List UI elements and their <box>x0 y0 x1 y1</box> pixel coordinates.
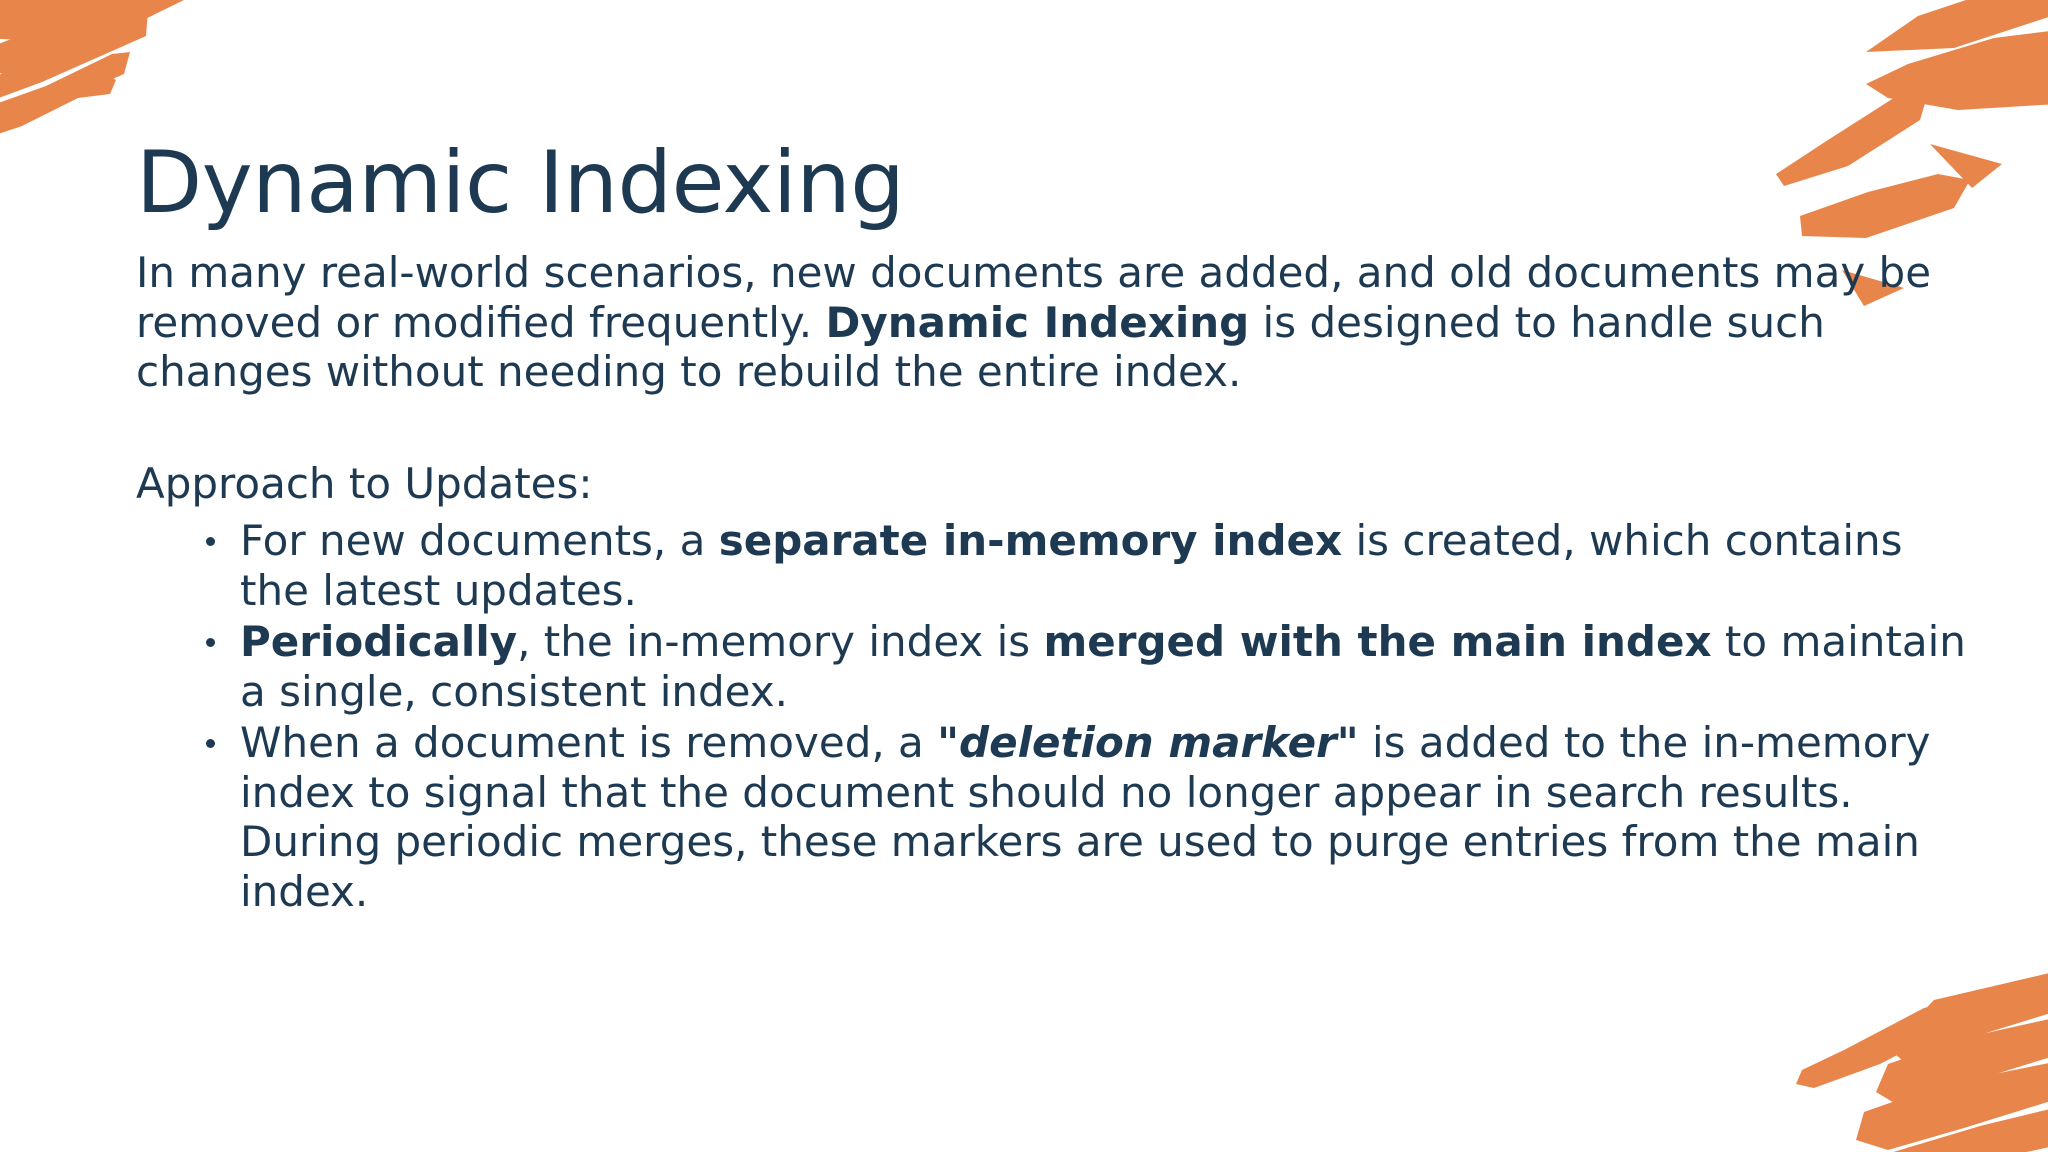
bullet-2-part2: to maintain a single, consistent index. <box>240 617 1966 716</box>
intro-text-part1: In many real-world scenarios, new docume… <box>136 248 1932 347</box>
bullet-2-bold1: Periodically <box>240 617 518 667</box>
bullet-dot-icon <box>206 739 215 749</box>
bullet-1-part1: For new documents, a <box>240 516 719 566</box>
intro-text-part2: is designed to handle such changes witho… <box>136 297 1825 397</box>
orange-zigzag-brush-stroke-icon <box>0 0 242 144</box>
orange-zigzag-brush-stroke-bottom-icon <box>1784 960 2048 1152</box>
slide-content: Dynamic Indexing In many real-world scen… <box>136 140 1966 919</box>
bullet-3-part1: When a document is removed, a <box>240 718 938 768</box>
list-item: For new documents, a separate in-memory … <box>206 516 1966 615</box>
page-title: Dynamic Indexing <box>136 133 905 233</box>
list-item: When a document is removed, a "deletion … <box>206 718 1966 916</box>
intro-bold-term: Dynamic Indexing <box>825 297 1250 347</box>
bullet-2-bold2: merged with the main index <box>1043 617 1712 667</box>
bullet-3-part2: is added to the in-memory index to signa… <box>240 718 1931 917</box>
bullet-1-part2: is created, which contains the latest up… <box>240 516 1903 615</box>
list-item: Periodically, the in-memory index is mer… <box>206 617 1966 716</box>
bullet-2-part1: , the in-memory index is <box>517 617 1044 667</box>
approach-label: Approach to Updates: <box>136 458 593 508</box>
bullet-dot-icon <box>206 638 215 648</box>
bullet-dot-icon <box>206 537 215 547</box>
approach-bullet-list: For new documents, a separate in-memory … <box>136 516 1966 916</box>
intro-paragraph: In many real-world scenarios, new docume… <box>136 248 1936 397</box>
bullet-3-bolditalic: "deletion marker" <box>937 718 1359 768</box>
paragraph-spacer <box>136 397 1966 459</box>
bullet-1-bold1: separate in-memory index <box>718 516 1343 566</box>
